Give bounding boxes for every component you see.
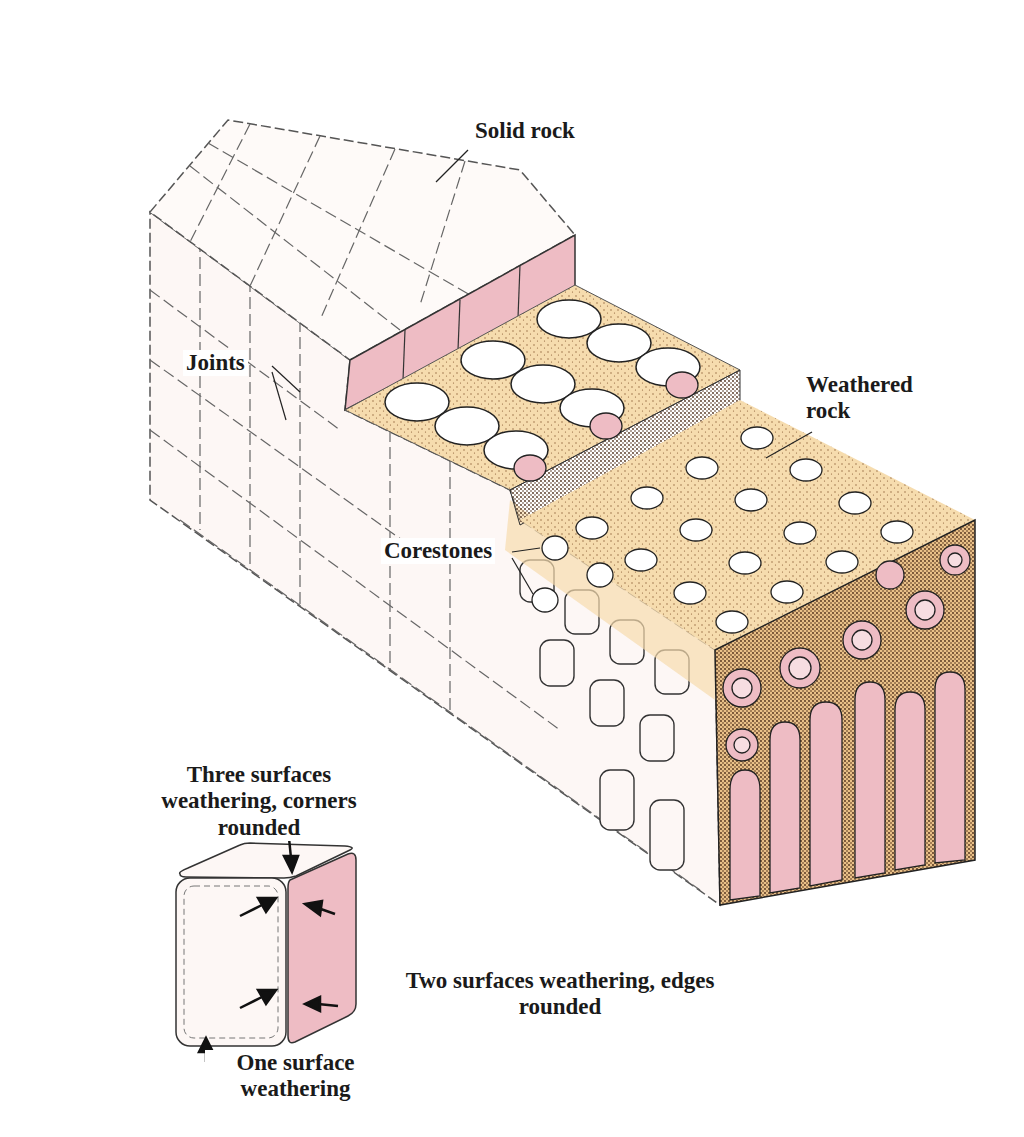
label-text: Two surfaces weathering, edges rounded (362, 968, 758, 1021)
label-text: Three surfaces weathering, corners round… (136, 762, 382, 841)
label-text: Solid rock (472, 118, 578, 144)
label-text: Corestones (381, 538, 495, 564)
label-text: Weathered rock (803, 372, 959, 425)
label-text: Joints (183, 350, 248, 376)
label-text: One surface weathering (205, 1050, 386, 1103)
cube-figure (176, 838, 356, 1062)
